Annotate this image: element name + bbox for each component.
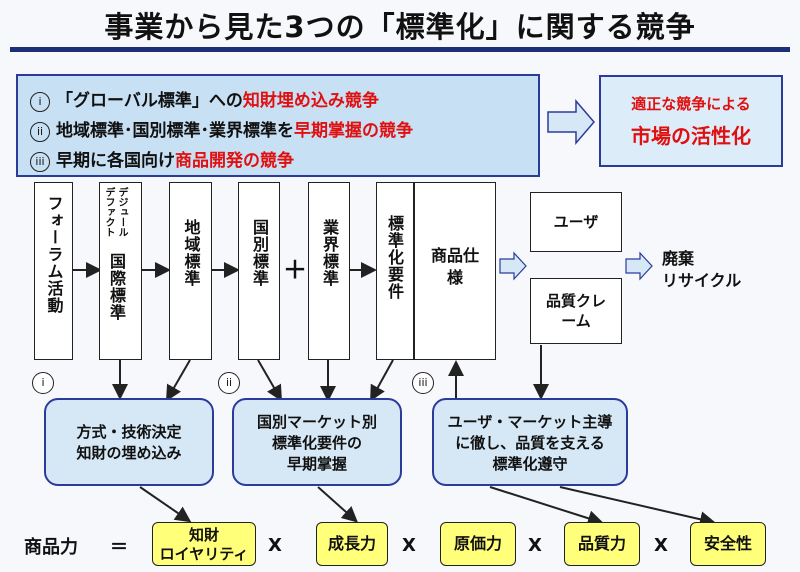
user-box: ユーザ	[530, 192, 622, 252]
market-activation-box: 適正な競争による 市場の活性化	[599, 75, 783, 167]
roman-numeral-1: i	[30, 92, 50, 112]
cost-label: 原価力	[453, 534, 502, 553]
growth-label: 成長力	[327, 534, 376, 553]
defacto-label: デファクト	[103, 187, 114, 237]
step-1-line-2: 知財の埋め込み	[76, 444, 182, 462]
industry-standard-label: 業界標準	[320, 219, 339, 287]
equals-sign: ＝	[110, 537, 128, 558]
industry-standard-box: 業界標準	[308, 182, 350, 360]
recycle-label: リサイクル	[662, 271, 742, 290]
requirements-spec-box: 標準化要件 商品仕様	[376, 182, 496, 360]
step-2-box: 国別マーケット別 標準化要件の 早期掌握	[232, 398, 402, 486]
international-standard-label: 国際標準	[107, 253, 126, 321]
page-title: 事業から見た3つの「標準化」に関する競争	[104, 10, 696, 44]
step-1-box: 方式・技術決定 知財の埋め込み	[44, 398, 214, 486]
step-2-line-1: 国別マーケット別	[256, 413, 377, 431]
arrow-national-step2	[257, 359, 283, 402]
quality-box: 品質力	[564, 522, 640, 566]
spec-divider	[413, 183, 415, 359]
product-spec-label: 商品仕様	[425, 245, 485, 289]
international-standard-box: デジュール デファクト 国際標準	[99, 182, 142, 360]
ip-royalty-box: 知財 ロイヤリティ	[152, 522, 256, 566]
competition-text-3: 早期に各国向け	[56, 151, 175, 171]
ip-label: 知財	[188, 526, 219, 544]
safety-box: 安全性	[690, 522, 766, 566]
arrow-step3-quality	[489, 486, 604, 526]
step-1-numeral: i	[32, 372, 54, 394]
roman-numeral-3: iii	[30, 152, 50, 172]
dejure-label: デジュール	[116, 187, 127, 237]
safety-label: 安全性	[703, 534, 752, 553]
arrow-step2-growth	[317, 486, 358, 523]
step-2-line-3: 早期掌握	[286, 455, 347, 473]
national-standard-box: 国別標準	[238, 182, 280, 360]
standardization-requirements-label: 標準化要件	[385, 215, 404, 300]
quality-claim-label: 品質クレーム	[545, 292, 606, 330]
competition-emphasis-3: 商品開発の競争	[175, 151, 294, 171]
times-sign-2: X	[402, 535, 416, 556]
arrow-step1-ip	[139, 486, 192, 523]
disposal-label: 廃棄	[662, 249, 695, 268]
step-3-line-3: 標準化遵守	[492, 455, 568, 473]
competition-item-1: i 「グローバル標準」への知財埋め込み競争	[30, 86, 379, 112]
market-line-1: 適正な競争による	[631, 95, 751, 113]
step-3-numeral: iii	[412, 372, 434, 394]
hollow-arrow-disposal-icon	[625, 251, 653, 281]
step-3-line-1: ユーザ・マーケット主導	[447, 413, 613, 431]
step-2-line-2: 標準化要件の	[271, 434, 362, 452]
regional-standard-box: 地域標準	[169, 182, 212, 360]
title-underline	[10, 47, 790, 52]
step-2-numeral: ii	[218, 372, 240, 394]
competition-emphasis-1: 知財埋め込み競争	[242, 91, 379, 111]
royalty-label: ロイヤリティ	[159, 545, 249, 563]
forum-activity-label: フォーラム活動	[44, 195, 64, 314]
competition-item-2: ii 地域標準･国別標準･業界標準を早期掌握の競争	[30, 116, 413, 142]
hollow-arrow-icon	[547, 98, 595, 146]
quality-claim-box: 品質クレーム	[530, 278, 622, 344]
roman-numeral-2: ii	[30, 122, 50, 142]
product-spec-text: 商品仕様	[430, 246, 479, 287]
competition-text-2: 地域標準･国別標準･業界標準を	[56, 121, 294, 141]
arrow-step3-safety	[559, 486, 716, 528]
regional-standard-label: 地域標準	[181, 219, 201, 287]
competition-text-1: 「グローバル標準」への	[56, 91, 243, 111]
arrow-req-step2	[370, 359, 394, 402]
plus-sign: ＋	[283, 256, 307, 284]
market-line-2: 市場の活性化	[631, 124, 751, 148]
product-power-label: 商品力	[24, 537, 78, 558]
competition-emphasis-2: 早期掌握の競争	[294, 121, 413, 141]
growth-box: 成長力	[316, 522, 388, 566]
step-3-line-2: に徹し、品質を支える	[455, 434, 605, 452]
competition-list-box: i 「グローバル標準」への知財埋め込み競争 ii 地域標準･国別標準･業界標準を早期…	[16, 74, 540, 177]
competition-item-3: iii 早期に各国向け商品開発の競争	[30, 146, 294, 172]
times-sign-1: X	[268, 535, 282, 556]
hollow-arrow-spec-icon	[499, 251, 527, 281]
cost-box: 原価力	[440, 522, 516, 566]
arrow-regional-step1	[165, 359, 191, 402]
disposal-recycle-label: 廃棄 リサイクル	[662, 248, 741, 292]
times-sign-4: X	[654, 535, 668, 556]
forum-activity-box: フォーラム活動	[34, 182, 73, 360]
user-label: ユーザ	[553, 213, 599, 231]
times-sign-3: X	[528, 535, 542, 556]
step-1-line-1: 方式・技術決定	[76, 423, 182, 441]
step-3-box: ユーザ・マーケット主導 に徹し、品質を支える 標準化遵守	[432, 398, 628, 486]
quality-label: 品質力	[577, 534, 626, 553]
national-standard-label: 国別標準	[250, 219, 269, 287]
